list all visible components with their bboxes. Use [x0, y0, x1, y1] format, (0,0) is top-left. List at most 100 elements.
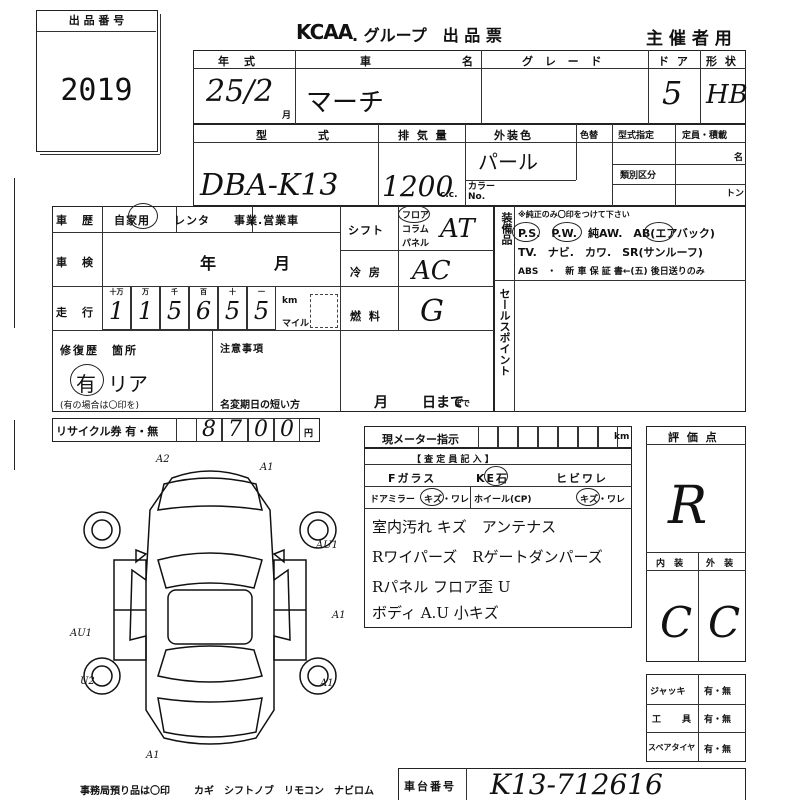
usage-options: 自家用 レンタ 事業.営業車 — [114, 214, 300, 227]
mark-a2: A2 — [155, 454, 170, 465]
tools-label: 工 具 — [652, 715, 698, 725]
digit-header: 十万 — [109, 288, 124, 296]
note-2: Rワイパーズ Rゲートダンパーズ — [372, 548, 603, 566]
recycle-digits-cell: 0 — [248, 417, 274, 442]
meter-km: km — [614, 432, 630, 442]
accessories-box — [646, 674, 746, 762]
km-label: km — [282, 296, 298, 306]
mark-a1-bottom: A1 — [145, 750, 160, 761]
spare-label: スペアタイヤ — [648, 743, 696, 752]
overall-rating: R — [668, 476, 708, 536]
vehicle-row-1 — [193, 50, 746, 124]
equipment-line-3: ABS ・ 新 車 保 証 書←(五) 後日送りのみ — [518, 267, 705, 277]
rating-label: 評 価 点 — [668, 431, 719, 444]
inspection-label: 車 検 — [56, 256, 95, 269]
doors-value: 5 — [662, 74, 683, 112]
repair-circle — [70, 364, 104, 396]
inspector-header: 【 査 定 員 記 入 】 — [412, 455, 494, 465]
mark-au1-left: AU1 — [69, 628, 92, 639]
equipment-label: 装備品 — [500, 212, 513, 245]
chassis-label: 車台番号 — [404, 780, 456, 793]
deadline-day: 日まで — [422, 395, 464, 411]
note-4: ボディ A.U 小キズ — [372, 604, 499, 622]
wheel-options: キズ・ワレ — [580, 495, 626, 505]
car-windshield — [157, 552, 263, 589]
inspector-box — [364, 448, 632, 628]
displacement-value: 1200 — [382, 170, 454, 203]
ton-unit: トン — [726, 189, 745, 199]
tools-yes-no: 有・無 — [704, 715, 732, 725]
usage-circle — [128, 203, 158, 229]
usage-label: 車 歴 — [56, 214, 95, 227]
displacement-label: 排 気 量 — [398, 129, 449, 142]
digit-value: 5 — [166, 297, 183, 325]
mark-a1-top: A1 — [259, 462, 274, 473]
inspection-year: 年 — [200, 254, 219, 273]
exterior-rating: C — [708, 598, 741, 647]
meter-boxes-cell — [518, 426, 538, 448]
lot-label: 出 品 番 号 — [37, 11, 156, 32]
interior-label: 内 装 — [656, 559, 687, 569]
digit-header: 十 — [229, 288, 236, 296]
meter-label: 現メーター指示 — [382, 433, 459, 446]
car-roof — [167, 589, 253, 645]
glass-label: Fガラス — [388, 472, 437, 485]
shape-value: HB — [706, 80, 748, 110]
digit-value: 5 — [224, 297, 241, 325]
vehicle-row-2 — [193, 124, 746, 206]
meter-boxes-cell — [498, 426, 518, 448]
shift-circle — [398, 205, 430, 223]
org-logo: KCAA — [296, 20, 353, 44]
car-name-value: マーチ — [306, 88, 385, 118]
shift-type-panel: パネル — [402, 239, 430, 249]
recycle-label: リサイクル券 有・無 — [56, 425, 159, 438]
office-note: 事務局預り品は〇印 — [80, 786, 170, 797]
meter-boxes-cell — [478, 426, 498, 448]
lot-number-box: 出 品 番 号 2019 — [36, 10, 158, 152]
note-1: 室内汚れ キズ アンテナス — [372, 518, 557, 536]
digit-value: 5 — [253, 297, 270, 325]
digit-header: 百 — [200, 288, 207, 296]
wheel-front-right — [299, 511, 337, 549]
car-hood — [157, 477, 263, 511]
equipment-block — [494, 206, 746, 412]
jack-yes-no: 有・無 — [704, 687, 732, 697]
fuel-value: G — [420, 294, 444, 329]
repair-note: (有の場合は〇印を) — [60, 401, 140, 411]
recycle-digits-cell: 8 — [196, 417, 222, 442]
mark-au1-right: AU1 — [315, 540, 338, 551]
mile-label: マイル — [282, 319, 310, 329]
digit-header: 千 — [171, 288, 178, 296]
car-rear-window — [157, 645, 263, 683]
equipment-line-2: TV. ナビ. カワ. SR(サンルーフ) — [518, 246, 703, 259]
digit-value: 8 — [202, 417, 216, 442]
digit-value: 1 — [137, 297, 154, 325]
car-damage-diagram: A2 A1 AU1 A1 AU1 U2 A1 A1 — [69, 454, 346, 761]
mileage-label: 走 行 — [56, 306, 95, 319]
doors-label: ド ア — [658, 55, 690, 68]
meter-boxes-cell — [538, 426, 558, 448]
km-checkbox[interactable] — [310, 294, 338, 328]
repair-label: 修復歴 箇所 — [60, 344, 138, 357]
shift-value: AT — [440, 214, 475, 244]
digit-value: 1 — [108, 297, 125, 325]
inspection-month: 月 — [274, 254, 293, 273]
lot-number: 2019 — [60, 73, 133, 108]
organizer-use: 主 催 者 用 — [646, 29, 732, 49]
year-value: 25/2 — [206, 74, 274, 109]
shift-label: シフト — [348, 224, 384, 237]
meter-boxes-cell — [578, 426, 598, 448]
repair-location: リア — [108, 372, 148, 396]
caution-label: 注意事項 — [220, 344, 264, 355]
model-label: 型 式 — [256, 129, 349, 142]
chassis-value: K13-712616 — [490, 768, 663, 801]
spare-yes-no: 有・無 — [704, 745, 732, 755]
meter-boxes-cell — [598, 426, 618, 448]
digit-value: 0 — [280, 417, 294, 442]
mark-a1-right: A1 — [331, 610, 346, 621]
